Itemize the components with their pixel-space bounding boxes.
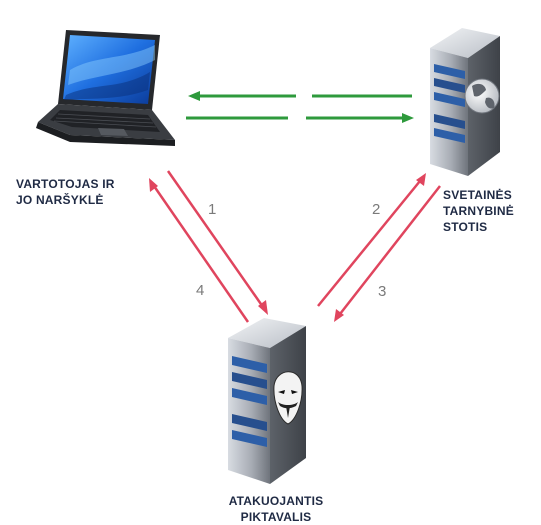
attacker-label: ATAKUOJANTIS PIKTAVALIS (226, 493, 326, 525)
mask-icon (273, 371, 303, 425)
step-number-4: 4 (196, 282, 205, 299)
arrow-step-2 (317, 173, 426, 307)
arrow-step-3 (334, 185, 441, 322)
response-arrow (188, 91, 412, 101)
attacker-label-line1: ATAKUOJANTIS (228, 494, 324, 508)
user-label-line2: JO NARŠYKLĖ (16, 193, 104, 207)
attack-traffic-arrows (149, 170, 441, 323)
attacker-label-line2: PIKTAVALIS (240, 510, 312, 524)
request-arrow (186, 113, 414, 123)
server-label-line1: SVETAINĖS (443, 188, 512, 202)
user-label-line1: VARTOTOJAS IR (16, 177, 115, 191)
step-number-1: 1 (208, 201, 217, 218)
laptop-icon (36, 30, 175, 146)
step-number-3: 3 (378, 283, 387, 300)
server-label-line3: STOTIS (443, 220, 488, 234)
attacker-server-icon (228, 318, 306, 484)
arrow-step-4 (149, 178, 250, 323)
legit-traffic-arrows (186, 91, 414, 123)
arrow-step-1 (166, 170, 268, 315)
step-number-2: 2 (372, 201, 381, 218)
web-server-icon (430, 28, 500, 176)
user-browser-label: VARTOTOJAS IR JO NARŠYKLĖ (16, 176, 115, 208)
web-server-label: SVETAINĖS TARNYBINĖ STOTIS (443, 187, 514, 235)
server-label-line2: TARNYBINĖ (443, 204, 514, 218)
